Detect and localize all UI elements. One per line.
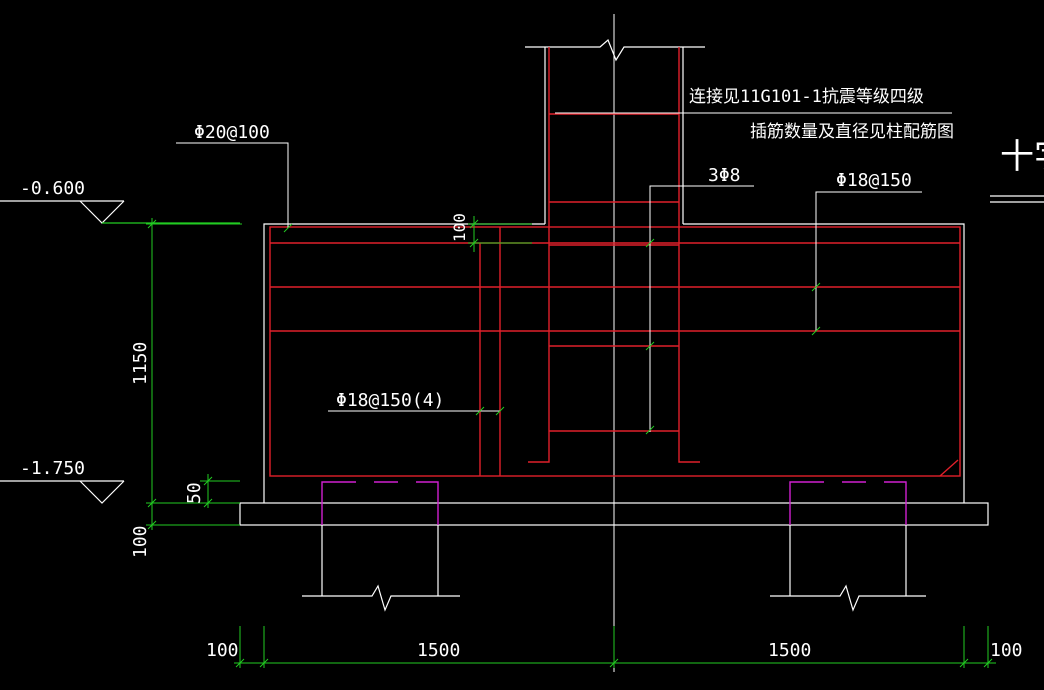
stirrup-4leg-label: Φ18@150(4) — [336, 390, 444, 411]
connection-note-line-1: 连接见11G101-1抗震等级四级 — [689, 87, 924, 107]
dim-gap-50: 50 — [184, 482, 205, 504]
elevation-marker-top — [0, 200, 240, 224]
elevation-marker-bottom — [0, 480, 125, 504]
leader-lines — [176, 112, 952, 432]
pile-right — [770, 525, 926, 612]
dim-right-1500: 1500 — [768, 640, 811, 661]
column-stub — [525, 38, 705, 224]
section-title-partial: 十字 — [990, 137, 1044, 203]
leader-ticks — [283, 223, 821, 435]
dim-left-100: 100 — [206, 640, 239, 661]
pile-rebar-left — [321, 481, 439, 525]
stirrup-label: 3Φ8 — [708, 165, 741, 186]
dimension-lines — [146, 216, 996, 668]
dim-base-100: 100 — [130, 525, 151, 558]
blinding-layer — [239, 502, 989, 526]
elevation-bottom-label: -1.750 — [20, 458, 85, 479]
column-dowel-bars — [528, 47, 700, 463]
top-bar-label: Φ20@100 — [194, 122, 270, 143]
dim-left-1500: 1500 — [417, 640, 460, 661]
elevation-top-label: -0.600 — [20, 178, 85, 199]
connection-note-line-2: 插筋数量及直径见柱配筋图 — [750, 122, 954, 142]
footing-outline — [263, 223, 965, 503]
right-bar-label: Φ18@150 — [836, 170, 912, 191]
dim-height-1150: 1150 — [130, 342, 151, 385]
pile-left — [302, 525, 460, 612]
dim-right-100: 100 — [990, 640, 1023, 661]
pile-rebar-right — [789, 481, 907, 525]
footing-rebar-cage — [269, 226, 961, 477]
section-title-text: 十字 — [1000, 137, 1044, 177]
dim-cover-top: 100 — [450, 213, 469, 242]
